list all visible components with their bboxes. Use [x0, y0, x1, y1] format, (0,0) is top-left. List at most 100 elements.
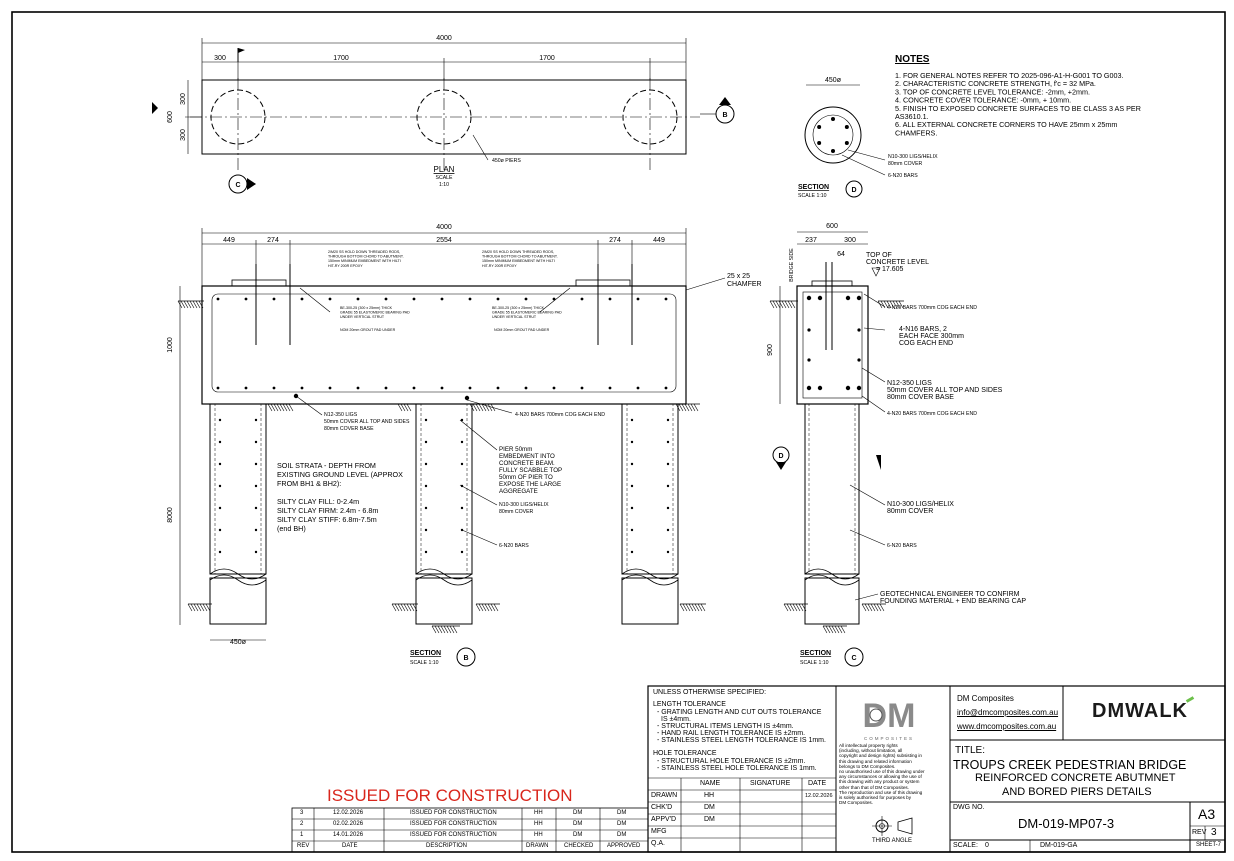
rebar-dot [806, 295, 812, 301]
sb-dim-274a: 274 [267, 237, 279, 244]
tol-l1b: IS ±4mm. [661, 716, 691, 723]
tol-h2: - STAINLESS STEEL HOLE TOLERANCE IS 1mm. [657, 765, 817, 772]
rebar-dot [817, 141, 822, 145]
sb-ligs-a: N12-350 LIGS [324, 412, 358, 418]
rev-value: 3 [1211, 827, 1217, 838]
note-line: 6. ALL EXTERNAL CONCRETE CORNERS TO HAVE… [895, 120, 1117, 129]
signoff-date: 12.02.2026 [805, 793, 833, 799]
sc-bridge-side: BRIDGE SIDE [789, 248, 795, 282]
general-notes: NOTES 1. FOR GENERAL NOTES REFER TO 2025… [895, 54, 1141, 137]
b-rod-note-b-line: 2/M20 SS HOLD DOWN THREADED RODS, [482, 250, 554, 254]
rebar-dot [807, 328, 811, 332]
revision-header: APPROVED [607, 843, 641, 849]
rebar-dot [831, 117, 835, 121]
plan-scale-word: SCALE [435, 175, 453, 181]
sc-small-dim: 64 [837, 251, 845, 258]
rebar-dot [817, 295, 823, 301]
rebar-dot [844, 125, 849, 129]
sb-bars-note: 4-N20 BARS 700mm COG EACH END [515, 412, 605, 418]
tol-l2: - STRUCTURAL ITEMS LENGTH IS ±4mm. [657, 723, 794, 730]
revision-cell: DM [617, 821, 627, 827]
section-d-note1b: 80mm COVER [888, 161, 923, 167]
b-rod-note-a-line: 2/M20 SS HOLD DOWN THREADED RODS, [328, 250, 400, 254]
b-soil-line: SOIL STRATA - DEPTH FROM [277, 461, 376, 470]
sb-ligs-c: 80mm COVER BASE [324, 426, 374, 432]
c-n3-line: 80mm COVER BASE [887, 394, 954, 401]
section-d-note2: 6-N20 BARS [888, 173, 918, 179]
rebar-dot [384, 386, 388, 390]
sb-grout-note-a: NOM 20mm GROUT PAD UNDER [340, 328, 396, 332]
note-line: 5. FINISH TO EXPOSED CONCRETE SURFACES T… [895, 104, 1141, 113]
c-n2-line: EACH FACE 300mm [899, 333, 964, 340]
section-d-view: 450ø N10-300 LIGS/HELIX 80mm COVER 6-N20… [798, 77, 938, 199]
b-soil-line: SILTY CLAY FILL: 0-2.4m [277, 497, 359, 506]
signoff-role: APPV'D [651, 816, 677, 823]
b-rod-note-a-line: HIT-RY 200R EPOXY [328, 264, 363, 268]
revision-cell: 1 [300, 832, 304, 838]
copyright-line: no unauthorised use of this drawing unde… [839, 769, 925, 775]
b-soil-line: EXISTING GROUND LEVEL (APPROX [277, 470, 403, 479]
b-pier-emb-line: EXPOSE THE LARGE [499, 481, 561, 488]
rebar-dot [608, 386, 612, 390]
signoff-header-signature: SIGNATURE [750, 780, 791, 787]
company-name: DM Composites [957, 694, 1014, 703]
ga-ref: DM-019-GA [1040, 842, 1078, 849]
note-line: AS3610.1. [895, 112, 929, 121]
revision-cell: DM [617, 810, 627, 816]
note-line: 4. CONCRETE COVER TOLERANCE: -0mm, + 10m… [895, 96, 1071, 105]
revision-cell: 12.02.2026 [333, 810, 364, 816]
b-pier-emb-line: CONCRETE BEAM. [499, 460, 555, 467]
rebar-dot [464, 395, 470, 401]
c-n7-line: FOUNDING MATERIAL + END BEARING CAP [880, 598, 1026, 605]
revision-header: REV [297, 843, 310, 849]
sb-chamfer-b: CHAMFER [727, 281, 762, 288]
svg-text:B: B [722, 112, 727, 119]
svg-text:C: C [235, 182, 240, 189]
rebar-dot [580, 386, 584, 390]
issued-stamp: ISSUED FOR CONSTRUCTION [327, 786, 573, 805]
rebar-dot [300, 386, 304, 390]
bored-pier [621, 403, 679, 575]
rebar-dot [857, 328, 861, 332]
revision-cell: ISSUED FOR CONSTRUCTION [410, 821, 497, 827]
section-b-view: 4000 449 274 2554 274 449 1000 8000 2/M2… [167, 224, 904, 667]
svg-text:D: D [778, 453, 783, 460]
plan-dim-1700a: 1700 [333, 55, 349, 62]
company-email[interactable]: info@dmcomposites.com.au [957, 708, 1059, 717]
copyright-line: this drawing and related information [839, 758, 912, 764]
plan-label: PLAN [434, 165, 455, 174]
b-rod-note-a-line: THROUGH BOTTOM CHORD TO ABUTMENT. [328, 255, 404, 259]
revision-header: DRAWN [526, 843, 549, 849]
tol-heading: UNLESS OTHERWISE SPECIFIED: [653, 689, 767, 696]
rebar-dot [440, 386, 444, 390]
scale-value: 0 [985, 842, 989, 849]
title-line2: REINFORCED CONCRETE ABUTMNET [975, 772, 1176, 784]
sb-pier-dim: 8000 [167, 507, 174, 523]
rebar-dot [524, 386, 528, 390]
signoff-role: Q.A. [651, 840, 666, 847]
rebar-dot [817, 385, 823, 391]
c-n5-line: N10-300 LIGS/HELIX [887, 501, 954, 508]
rebar-dot [468, 297, 472, 301]
plan-pier-note: 450ø PIERS [492, 158, 521, 164]
copyright-line: belongs to DM Composites. [839, 763, 896, 769]
tol-length-heading: LENGTH TOLERANCE [653, 701, 726, 708]
revision-cell: HH [534, 832, 543, 838]
dm-logo-sub: COMPOSITES [864, 736, 914, 741]
company-web[interactable]: www.dmcomposites.com.au [957, 722, 1057, 731]
rebar-dot [664, 386, 668, 390]
b-pad-note-b-line: BE-300-25 (300 x 25mm) THICK [492, 306, 545, 310]
bored-pier-base [209, 577, 267, 625]
bored-pier-base [415, 577, 473, 625]
dwg-no-label: DWG NO. [953, 804, 985, 811]
revision-header: DESCRIPTION [426, 843, 468, 849]
rebar-dot [552, 297, 556, 301]
rebar-dot [608, 297, 612, 301]
rebar-dot [664, 297, 668, 301]
tol-l4: - STAINLESS STEEL LENGTH TOLERANCE IS 1m… [657, 737, 826, 744]
dmwalk-logo: DMWALK [1092, 700, 1188, 723]
rebar-dot [636, 297, 640, 301]
revision-header: DATE [342, 843, 358, 849]
bored-pier [209, 403, 267, 575]
rebar-dot [817, 125, 822, 129]
